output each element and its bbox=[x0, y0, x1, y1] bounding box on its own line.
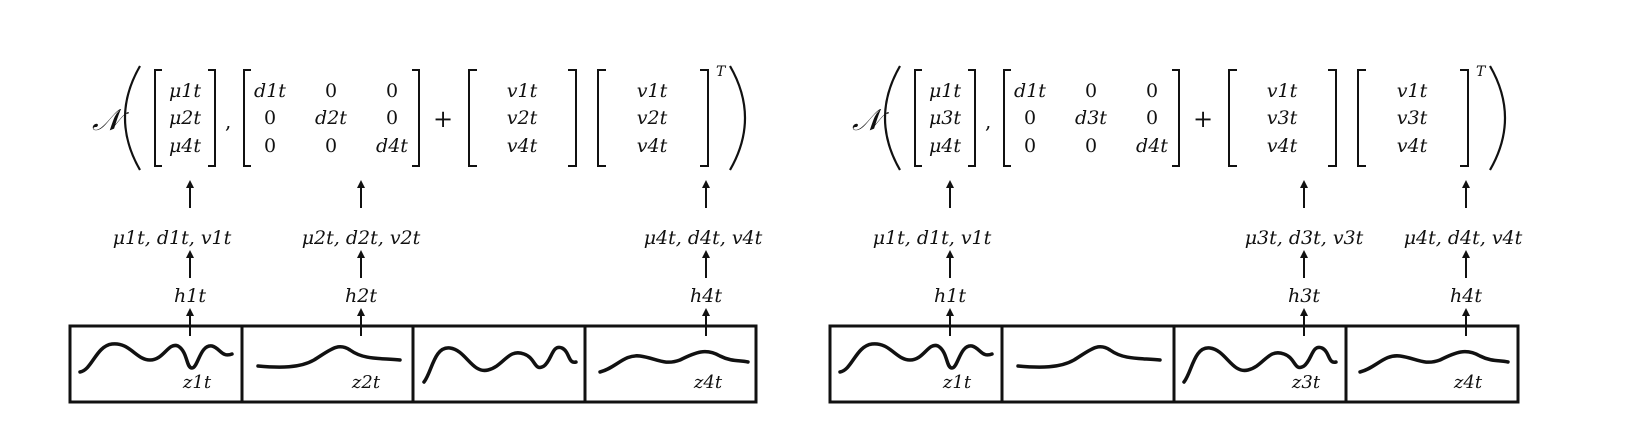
matrix-entry: d1t bbox=[1014, 80, 1046, 102]
matrix-entry: d4t bbox=[376, 135, 408, 157]
component-params: μ4t, d4t, v4t bbox=[1404, 227, 1523, 249]
hidden-state: h1t bbox=[934, 285, 966, 307]
segment-label: z1t bbox=[942, 372, 972, 393]
hidden-state: h2t bbox=[345, 285, 377, 307]
waveform-segment-1 bbox=[838, 342, 994, 374]
matrix-entry: d2t bbox=[315, 107, 347, 129]
mean-entry: μ3t bbox=[929, 107, 961, 129]
loading-entry: v4t bbox=[637, 135, 668, 157]
waveform-segment-3 bbox=[422, 345, 578, 384]
component-params: μ2t, d2t, v2t bbox=[302, 227, 421, 249]
hidden-state: h3t bbox=[1288, 285, 1320, 307]
comma: , bbox=[985, 109, 991, 133]
chain-column-3: μ3t, d3t, v3t h3t bbox=[1245, 180, 1364, 336]
loading-entry: v2t bbox=[637, 107, 668, 129]
segment-label: z2t bbox=[351, 372, 381, 393]
segment-label: z3t bbox=[1291, 372, 1321, 393]
component-params: μ3t, d3t, v3t bbox=[1245, 227, 1364, 249]
loading-vector-transpose: v1t v3t v4t T bbox=[1357, 64, 1487, 167]
loading-entry: v3t bbox=[1267, 107, 1298, 129]
outer-paren-open bbox=[884, 65, 901, 171]
diagonal-matrix: d1t 0 0 0 d2t 0 0 0 d4t bbox=[243, 69, 420, 167]
signal-strip-left: z1t z2t z4t bbox=[68, 324, 758, 404]
hidden-state: h1t bbox=[174, 285, 206, 307]
transpose-mark: T bbox=[716, 64, 727, 80]
chain-column-2: μ2t, d2t, v2t h2t bbox=[302, 180, 421, 336]
matrix-entry: 0 bbox=[325, 135, 337, 157]
loading-entry: v1t bbox=[507, 80, 538, 102]
matrix-entry: d3t bbox=[1075, 107, 1107, 129]
loading-vector: v1t v2t v4t bbox=[468, 69, 577, 167]
waveform-segment-3 bbox=[1182, 345, 1338, 384]
waveform-segment-4 bbox=[1358, 349, 1510, 374]
matrix-entry: d1t bbox=[254, 80, 286, 102]
plus-sign: + bbox=[433, 105, 453, 133]
waveform-segment-1 bbox=[78, 342, 234, 374]
chain-column-1: μ1t, d1t, v1t h1t bbox=[113, 180, 232, 336]
waveform-segment-2 bbox=[256, 345, 402, 369]
chain-column-1: μ1t, d1t, v1t h1t bbox=[873, 180, 992, 336]
hidden-state: h4t bbox=[690, 285, 722, 307]
matrix-entry: 0 bbox=[386, 80, 398, 102]
chain-column-4: μ4t, d4t, v4t h4t bbox=[644, 180, 763, 336]
loading-entry: v2t bbox=[507, 107, 538, 129]
loading-entry: v1t bbox=[1267, 80, 1298, 102]
mean-entry: μ4t bbox=[169, 135, 201, 157]
plus-sign: + bbox=[1193, 105, 1213, 133]
segment-label: z4t bbox=[693, 372, 723, 393]
loading-vector-transpose: v1t v2t v4t T bbox=[597, 64, 727, 167]
segment-label: z4t bbox=[1453, 372, 1483, 393]
transpose-mark: T bbox=[1476, 64, 1487, 80]
loading-vector: v1t v3t v4t bbox=[1228, 69, 1337, 167]
mean-entry: μ2t bbox=[169, 107, 201, 129]
matrix-entry: 0 bbox=[1146, 107, 1158, 129]
matrix-entry: 0 bbox=[1085, 80, 1097, 102]
loading-entry: v4t bbox=[1267, 135, 1298, 157]
comma: , bbox=[225, 109, 231, 133]
loading-entry: v4t bbox=[507, 135, 538, 157]
matrix-entry: 0 bbox=[386, 107, 398, 129]
matrix-entry: 0 bbox=[1146, 80, 1158, 102]
matrix-entry: 0 bbox=[1024, 107, 1036, 129]
matrix-entry: 0 bbox=[264, 135, 276, 157]
component-params: μ4t, d4t, v4t bbox=[644, 227, 763, 249]
component-params: μ1t, d1t, v1t bbox=[113, 227, 232, 249]
outer-paren-open bbox=[124, 65, 141, 171]
matrix-entry: 0 bbox=[1024, 135, 1036, 157]
gaussian-expression-right: 𝒩 μ1t μ3t μ4t , d1t 0 0 0 d3t 0 0 bbox=[852, 64, 1506, 171]
waveform-segment-2 bbox=[1016, 345, 1162, 369]
loading-entry: v1t bbox=[1397, 80, 1428, 102]
panel-right: 𝒩 μ1t μ3t μ4t , d1t 0 0 0 d3t 0 0 bbox=[828, 64, 1523, 404]
chain-column-4: μ4t, d4t, v4t h4t bbox=[1404, 180, 1523, 336]
mean-entry: μ1t bbox=[929, 80, 961, 102]
gaussian-expression-left: 𝒩 μ1t μ2t μ4t , d1t 0 0 0 d2t 0 bbox=[92, 64, 746, 171]
segment-label: z1t bbox=[182, 372, 212, 393]
panel-left: 𝒩 μ1t μ2t μ4t , d1t 0 0 0 d2t 0 bbox=[68, 64, 763, 404]
loading-entry: v4t bbox=[1397, 135, 1428, 157]
diagonal-matrix: d1t 0 0 0 d3t 0 0 0 d4t bbox=[1003, 69, 1180, 167]
mean-entry: μ1t bbox=[169, 80, 201, 102]
loading-entry: v3t bbox=[1397, 107, 1428, 129]
matrix-entry: 0 bbox=[325, 80, 337, 102]
outer-paren-close bbox=[729, 65, 746, 171]
mean-vector: μ1t μ2t μ4t bbox=[154, 69, 216, 167]
waveform-segment-4 bbox=[598, 349, 750, 374]
component-params: μ1t, d1t, v1t bbox=[873, 227, 992, 249]
hidden-state: h4t bbox=[1450, 285, 1482, 307]
mean-entry: μ4t bbox=[929, 135, 961, 157]
signal-strip-right: z1t z3t z4t bbox=[828, 324, 1520, 404]
matrix-entry: 0 bbox=[264, 107, 276, 129]
loading-entry: v1t bbox=[637, 80, 668, 102]
outer-paren-close bbox=[1489, 65, 1506, 171]
matrix-entry: d4t bbox=[1136, 135, 1168, 157]
matrix-entry: 0 bbox=[1085, 135, 1097, 157]
mean-vector: μ1t μ3t μ4t bbox=[914, 69, 976, 167]
